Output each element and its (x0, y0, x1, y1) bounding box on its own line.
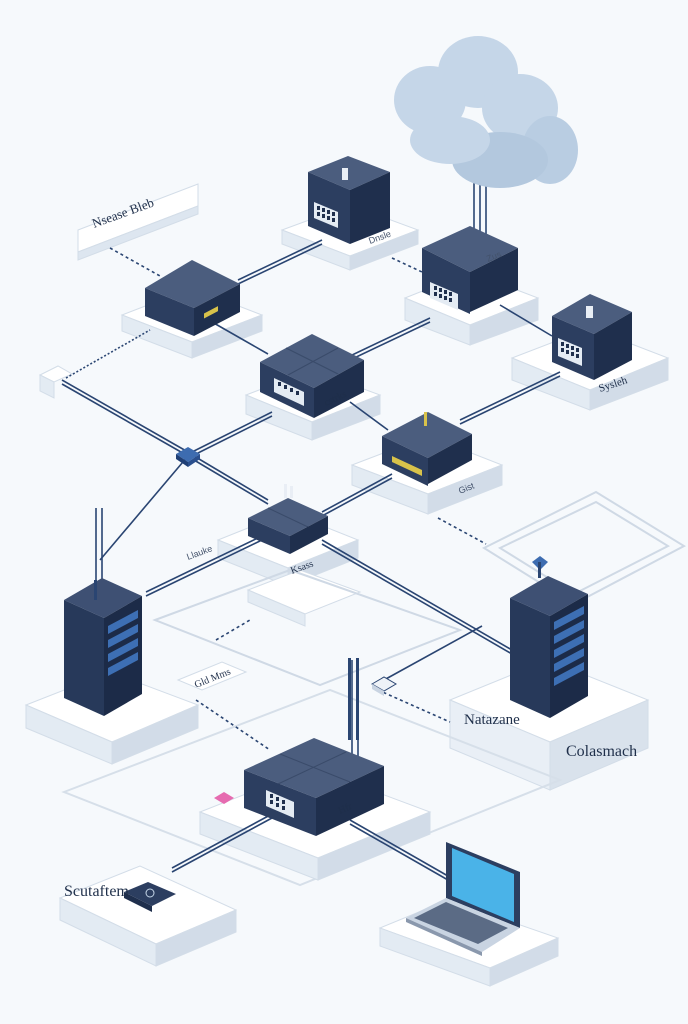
network-switch-icon (308, 156, 390, 244)
platform-top-left-sign (77, 183, 199, 261)
server-box-icon (552, 294, 632, 380)
platform-left-small (38, 365, 74, 399)
junction-hub-left (176, 447, 200, 467)
network-switch-icon (145, 260, 240, 336)
network-switch-icon (248, 484, 328, 554)
laptop-icon (406, 842, 520, 956)
card-reader-icon (124, 882, 176, 912)
zone-left-label: Natazane (464, 712, 520, 728)
junction-hub-center (371, 676, 397, 696)
left-platform-tag: Llauke (185, 543, 213, 561)
platform-left-label (176, 661, 248, 691)
network-switch-icon (422, 226, 518, 314)
cloud-icon (394, 36, 578, 188)
network-switch-icon (244, 658, 384, 836)
bottom-left-sign-label: Scutaftem (64, 883, 129, 900)
small-device-icon (214, 792, 234, 804)
platform-center-step (246, 569, 362, 627)
platform-right-frame (481, 490, 687, 606)
network-switch-icon (260, 334, 364, 418)
server-rack-icon (64, 578, 142, 716)
zone-right-label: Colasmach (566, 743, 637, 760)
platform-bottom-left (58, 865, 238, 967)
network-switch-icon (382, 412, 472, 486)
platform-center-frame (152, 568, 463, 687)
server-rack-icon (510, 556, 588, 718)
platform-lower-frame (61, 688, 563, 887)
bottom-switch-tag: Hfr (337, 801, 355, 817)
